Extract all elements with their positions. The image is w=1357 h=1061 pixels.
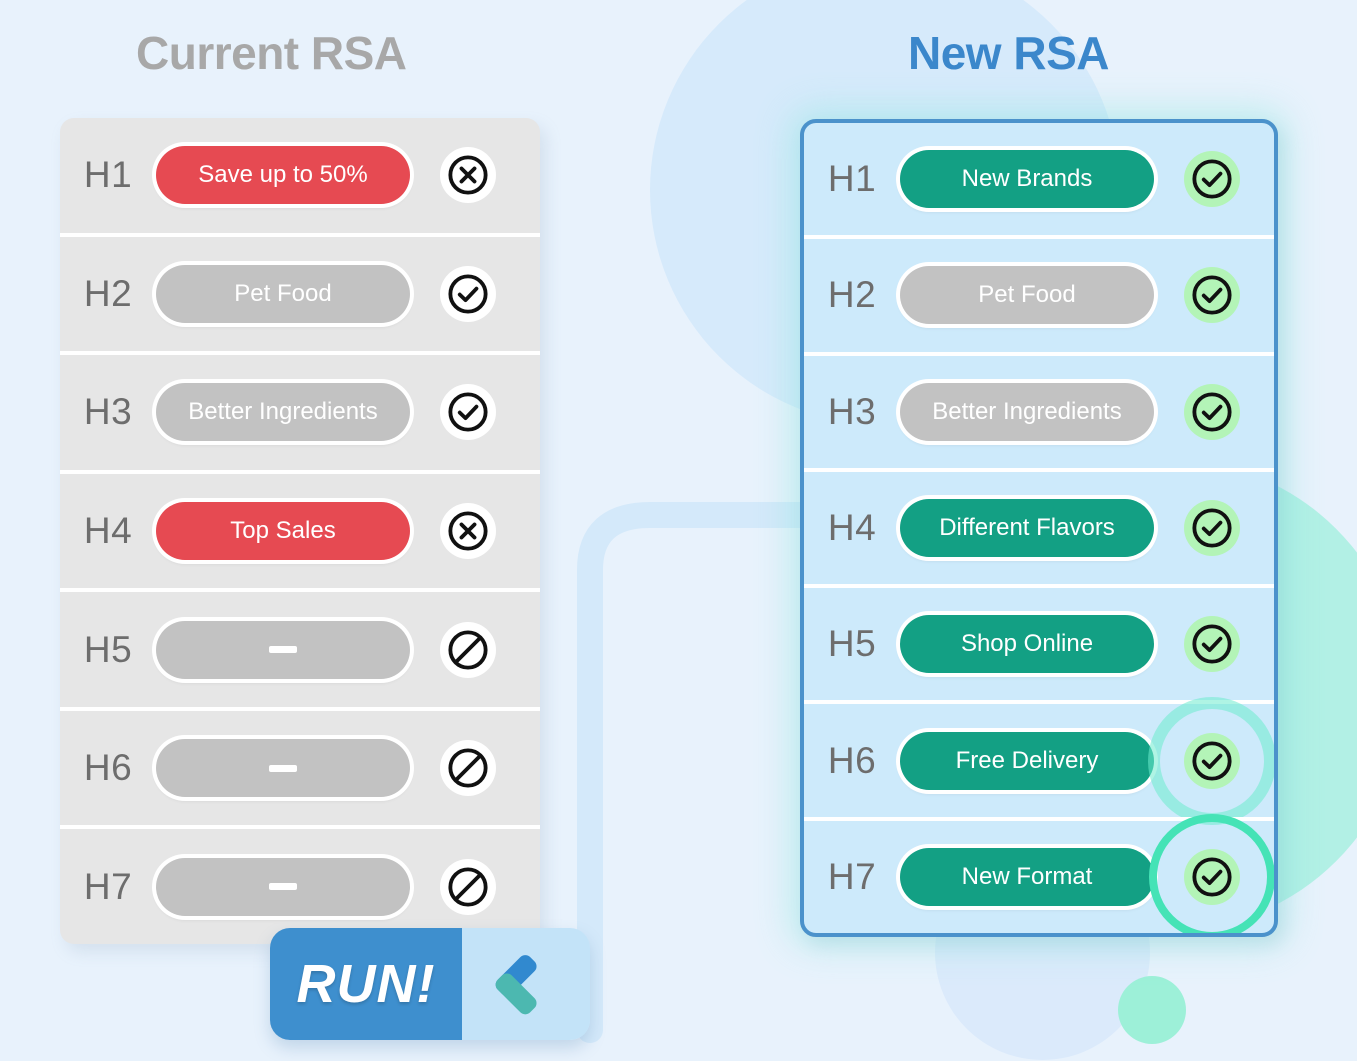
headline-pill-h3[interactable]: Better Ingredients: [900, 382, 1154, 441]
reject-icon[interactable]: [440, 147, 496, 204]
run-button-label: RUN!: [296, 954, 436, 1014]
approve-icon[interactable]: [1149, 813, 1274, 933]
table-row[interactable]: H4 Different Flavors: [804, 467, 1274, 584]
run-button-icon-area[interactable]: [462, 928, 590, 1040]
decor-circle-mint-small: [1118, 976, 1186, 1044]
row-label-h3: H3: [83, 391, 133, 433]
row-label-h2: H2: [827, 274, 877, 316]
approve-icon[interactable]: [1148, 696, 1274, 825]
row-label-h7: H7: [83, 865, 133, 907]
row-label-h3: H3: [827, 390, 877, 432]
row-label-h6: H6: [83, 747, 133, 789]
table-row[interactable]: H1 Save up to 50%: [60, 118, 540, 233]
headline-pill-h4[interactable]: Different Flavors: [900, 498, 1154, 557]
row-label-h1: H1: [827, 158, 877, 200]
table-row[interactable]: H7: [60, 825, 540, 944]
row-label-h7: H7: [827, 855, 877, 897]
headline-pill-h7[interactable]: [156, 857, 410, 916]
table-row[interactable]: H3 Better Ingredients: [60, 351, 540, 470]
approve-icon[interactable]: [1184, 499, 1240, 556]
row-label-h2: H2: [83, 272, 133, 314]
table-row[interactable]: H5 Shop Online: [804, 584, 1274, 700]
headline-pill-h7[interactable]: New Format: [900, 847, 1154, 906]
row-label-h1: H1: [83, 154, 133, 196]
empty-dash: [269, 646, 297, 654]
new-rsa-title: New RSA: [908, 27, 1109, 79]
table-row[interactable]: H6: [60, 706, 540, 826]
approve-icon[interactable]: [440, 384, 496, 441]
table-row[interactable]: H2 Pet Food: [804, 235, 1274, 351]
empty-dash: [269, 883, 297, 891]
row-label-h4: H4: [83, 510, 133, 552]
headline-pill-h1[interactable]: New Brands: [900, 150, 1154, 209]
approve-icon[interactable]: [1184, 383, 1240, 440]
headline-pill-h2[interactable]: Pet Food: [156, 264, 410, 323]
headline-pill-h1[interactable]: Save up to 50%: [156, 146, 410, 205]
row-label-h4: H4: [827, 506, 877, 548]
run-button[interactable]: RUN!: [270, 928, 590, 1040]
not-allowed-icon[interactable]: [440, 621, 496, 678]
table-row[interactable]: H3 Better Ingredients: [804, 351, 1274, 468]
table-row[interactable]: H1 New Brands: [804, 123, 1274, 235]
row-label-h5: H5: [83, 628, 133, 670]
table-row[interactable]: H6 Free Delivery: [804, 696, 1274, 825]
headline-pill-h5[interactable]: Shop Online: [900, 615, 1154, 674]
approve-icon[interactable]: [1184, 616, 1240, 673]
table-row[interactable]: H7 New Format: [804, 813, 1274, 933]
reject-icon[interactable]: [440, 503, 496, 560]
table-row[interactable]: H4 Top Sales: [60, 469, 540, 589]
approve-icon[interactable]: [440, 265, 496, 322]
empty-dash: [269, 764, 297, 772]
approve-icon[interactable]: [1184, 151, 1240, 208]
row-label-h5: H5: [827, 623, 877, 665]
table-row[interactable]: H2 Pet Food: [60, 232, 540, 352]
not-allowed-icon[interactable]: [440, 858, 496, 915]
headline-pill-h2[interactable]: Pet Food: [900, 266, 1154, 325]
new-rsa-panel: H1 New Brands H2 Pet Food: [800, 119, 1278, 937]
current-rsa-panel: H1 Save up to 50% H2 Pet Food: [60, 118, 540, 944]
headline-pill-h6[interactable]: [156, 739, 410, 798]
current-rsa-title: Current RSA: [136, 27, 407, 79]
headline-pill-h5[interactable]: [156, 620, 410, 679]
headline-pill-h6[interactable]: Free Delivery: [900, 731, 1154, 790]
headline-pill-h4[interactable]: Top Sales: [156, 502, 410, 561]
row-label-h6: H6: [827, 739, 877, 781]
approve-icon[interactable]: [1184, 267, 1240, 324]
chevron-right-logo: [495, 955, 537, 1015]
headline-pill-h3[interactable]: Better Ingredients: [156, 383, 410, 442]
not-allowed-icon[interactable]: [440, 740, 496, 797]
run-button-label-area[interactable]: RUN!: [270, 928, 462, 1040]
table-row[interactable]: H5: [60, 588, 540, 707]
